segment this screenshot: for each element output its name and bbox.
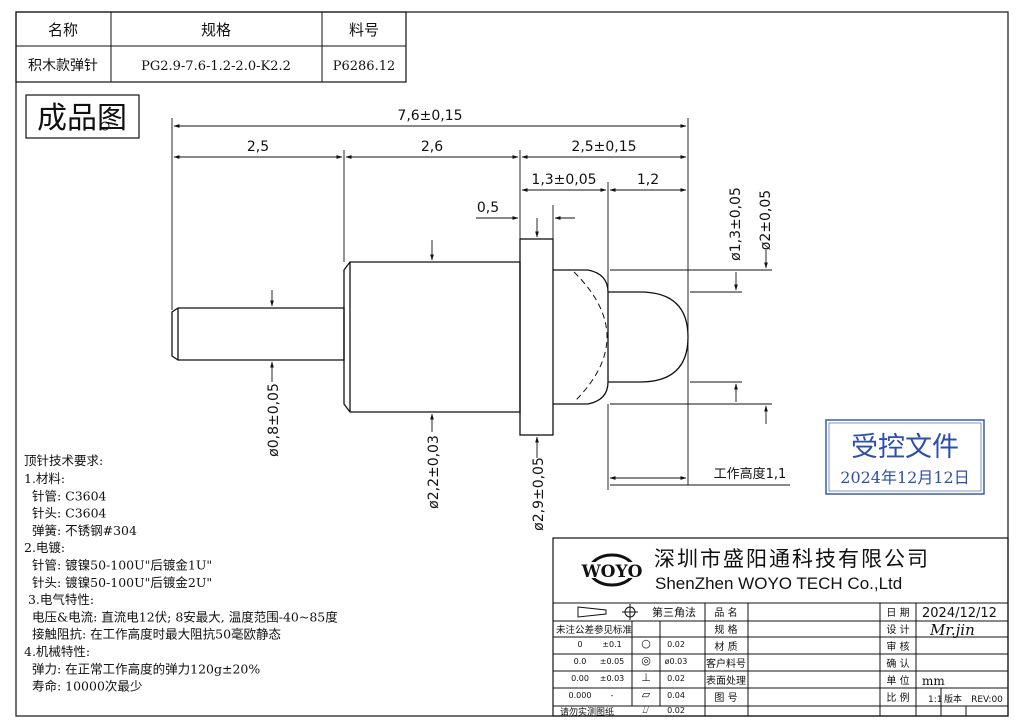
requirement-line: 针头: C3604 [24, 506, 107, 521]
requirement-line: 针管: 镀镍50-100U"后镀金1U" [24, 558, 212, 573]
dim-working-height: 工作高度1,1 [714, 466, 787, 482]
tolerance-title: 未注公差参见标准 [556, 624, 633, 636]
tolerance-geom-value: 0.02 [667, 640, 685, 649]
header-col-spec: 规格 [201, 21, 231, 39]
outer-frame [15, 11, 1009, 717]
requirement-line: 2.电镀: [24, 540, 65, 555]
requirement-line: 3.电气特性: [24, 592, 94, 607]
dim-nose-length: 1,2 [637, 172, 659, 188]
header-col-pn: 料号 [349, 21, 379, 39]
view-title: 成品图 [37, 101, 127, 136]
tolerance-symbol-icon: ⌰ [642, 703, 650, 716]
label-drawing-no: 图 号 [714, 692, 737, 704]
tolerance-symbol-icon: ○ [641, 637, 651, 650]
tolerance-geom-value: 0.02 [667, 674, 685, 683]
value-scale: 1:1 [928, 695, 942, 705]
tolerance-precision: 0.00 [571, 674, 589, 683]
tolerance-geom-value: 0.02 [667, 706, 685, 715]
label-material: 材 质 [714, 640, 737, 653]
pogo-pin-drawing [171, 238, 689, 436]
value-unit: mm [922, 674, 945, 688]
requirement-line: 弹力: 在正常工作高度的弹力120g±20% [24, 661, 260, 676]
controlled-stamp: 受控文件 2024年12月12日 [825, 419, 985, 495]
tolerance-value: - [611, 691, 614, 700]
dim-collar-diameter: ø2,9±0,05 [531, 457, 547, 531]
requirement-line: 针管: C3604 [24, 488, 107, 503]
label-customer-pn: 客户料号 [706, 657, 746, 670]
tolerance-precision: 0.0 [574, 657, 587, 666]
label-design: 设 计 [886, 623, 909, 636]
woyo-logo: WOYO [581, 553, 643, 587]
label-review: 审 核 [886, 640, 909, 653]
value-date: 2024/12/12 [922, 606, 997, 621]
title-block [552, 537, 1009, 717]
requirements-title: 顶针技术要求: [24, 453, 103, 468]
requirements-block: 顶针技术要求: 1.材料: 针管: C3604 针头: C3604 弹簧: 不锈… [24, 453, 338, 694]
label-version: 版本 [944, 693, 962, 705]
company-name-en: ShenZhen WOYO TECH Co.,Ltd [655, 574, 902, 593]
tolerance-precision: 0.000 [569, 691, 592, 700]
label-scale: 比 例 [886, 691, 909, 704]
dim-head-length: 2,5±0,15 [571, 139, 636, 155]
requirement-line: 针头: 镀镍50-100U"后镀金2U" [24, 575, 212, 590]
company-name-cn: 深圳市盛阳通科技有限公司 [654, 547, 930, 571]
header-val-spec: PG2.9-7.6-1.2-2.0-K2.2 [141, 59, 291, 74]
value-version: REV:00 [971, 695, 1003, 705]
requirement-line: 电压&电流: 直流电12伏; 8安最大, 温度范围-40~85度 [24, 609, 338, 624]
header-val-pn: P6286.12 [333, 59, 396, 74]
dim-total-length: 7,6±0,15 [397, 108, 462, 124]
tolerance-value: ±0.05 [600, 657, 625, 666]
header-table: 名称 规格 料号 积木款弹针 PG2.9-7.6-1.2-2.0-K2.2 P6… [15, 11, 407, 83]
tolerance-geom-value: ø0.03 [665, 657, 688, 666]
tolerance-value: ±0.03 [600, 674, 625, 683]
label-name: 品 名 [714, 606, 737, 619]
projection-symbol [577, 604, 638, 620]
tolerance-symbol-icon: ▱ [642, 688, 651, 701]
requirement-line: 弹簧: 不锈钢#304 [24, 523, 137, 538]
label-surface: 表面处理 [706, 674, 746, 687]
requirement-line: 接触阻抗: 在工作高度时最大阻抗50毫欧静态 [24, 627, 281, 642]
label-unit: 单 位 [886, 674, 909, 687]
dim-collar-width: 0,5 [477, 200, 499, 216]
dim-tail-diameter: ø0,8±0,05 [266, 383, 282, 457]
view-title-box [25, 94, 140, 139]
dimension-lines [171, 118, 790, 490]
magnifier-icon [100, 121, 110, 131]
requirement-line: 1.材料: [24, 471, 65, 486]
label-date: 日 期 [886, 607, 909, 619]
label-spec: 规 格 [714, 623, 737, 636]
requirement-line: 寿命: 10000次最少 [24, 679, 142, 694]
requirement-line: 4.机械特性: [24, 644, 90, 659]
dim-barrel-diameter: ø2,2±0,03 [426, 435, 442, 509]
stamp-title: 受控文件 [851, 432, 959, 463]
drawing-note: 请勿实测图纸 [560, 706, 614, 718]
projection-label: 第三角法 [652, 605, 696, 619]
tolerance-symbol-icon: ◎ [641, 654, 651, 667]
dim-tip-diameter: ø1,3±0,05 [728, 187, 744, 261]
dim-barrel-length: 2,6 [421, 139, 443, 155]
logo-text: WOYO [581, 562, 643, 582]
tolerance-geom-value: 0.04 [667, 691, 685, 700]
header-col-name: 名称 [48, 21, 78, 39]
value-designer: Mr.jin [929, 621, 975, 639]
label-confirm: 确 认 [886, 657, 909, 670]
stamp-date: 2024年12月12日 [840, 468, 969, 487]
tolerance-symbol-icon: ⊥ [641, 671, 651, 684]
dim-tail-length: 2,5 [247, 139, 269, 155]
header-val-name: 积木款弹针 [28, 58, 98, 74]
tolerance-value: ±0.1 [602, 640, 621, 649]
tolerance-precision: 0 [577, 640, 582, 649]
dim-collar-to-nose: 1,3±0,05 [531, 172, 596, 188]
dim-head-diameter: ø2±0,05 [758, 190, 774, 250]
